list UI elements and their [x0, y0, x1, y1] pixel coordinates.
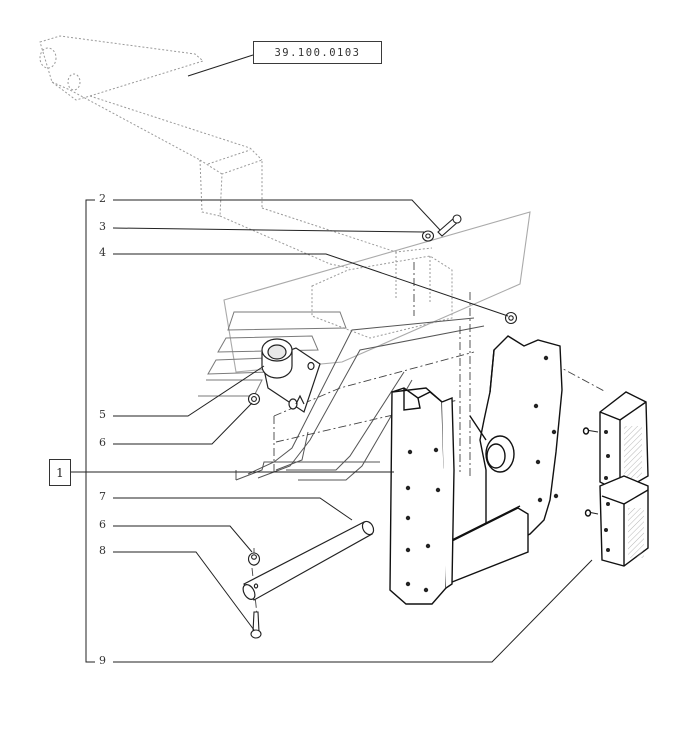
screw-part-8	[250, 611, 262, 639]
callout-4: 4	[98, 246, 107, 259]
assembly-number-label: 1	[56, 465, 64, 480]
callout-6-lower: 6	[98, 518, 107, 531]
assembly-number-box: 1	[49, 459, 71, 486]
callout-8: 8	[98, 544, 107, 557]
callout-5: 5	[98, 408, 107, 421]
bushing-plate-part-5	[261, 338, 321, 413]
nut-part-6-lower	[247, 552, 261, 566]
callout-7: 7	[98, 490, 107, 503]
ghost-boom-arm	[39, 35, 453, 339]
bolt-part-2	[437, 214, 462, 237]
leader-lines	[71, 54, 593, 663]
callout-6-upper: 6	[98, 436, 107, 449]
nut-part-6-upper	[247, 392, 261, 406]
nut-part-4	[504, 311, 518, 325]
counterweight-blocks	[582, 391, 649, 567]
main-bracket-part-9	[389, 335, 563, 605]
reference-code-label: 39.100.0103	[274, 46, 361, 59]
callout-2: 2	[98, 192, 107, 205]
nut-part-3	[421, 230, 435, 242]
ghost-frame	[223, 211, 531, 373]
reference-code-box[interactable]: 39.100.0103	[253, 41, 382, 64]
callout-9: 9	[98, 654, 107, 667]
pin-part-7	[242, 520, 375, 601]
callout-3: 3	[98, 220, 107, 233]
